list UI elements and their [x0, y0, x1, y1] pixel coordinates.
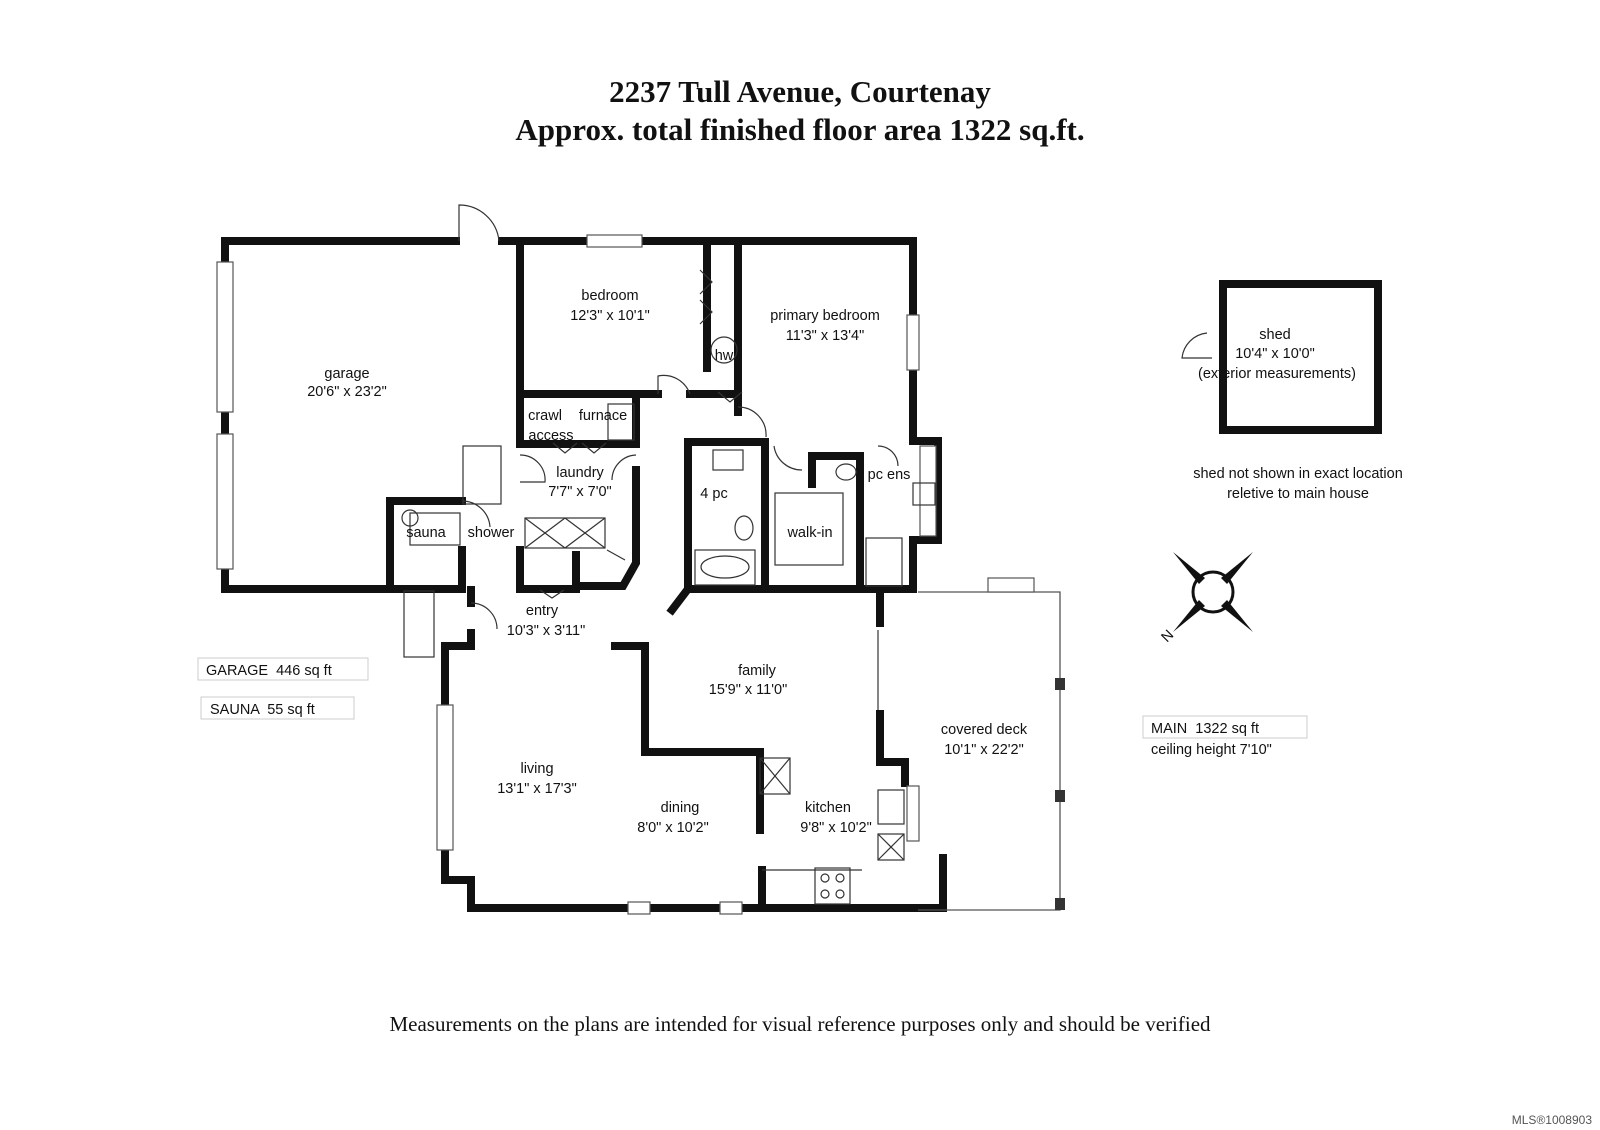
primary-bedroom-dims: 11'3" x 13'4" — [786, 328, 864, 344]
covered-deck-dims: 10'1" x 22'2" — [944, 742, 1024, 758]
fixtures — [401, 336, 936, 905]
covered-deck-name: covered deck — [941, 722, 1028, 738]
dining-dims: 8'0" x 10'2" — [637, 820, 708, 836]
dining-name: dining — [661, 800, 700, 816]
floor-area-subtitle: Approx. total finished floor area 1322 s… — [515, 112, 1085, 147]
sauna-label: sauna — [406, 525, 446, 541]
laundry-name: laundry — [556, 465, 604, 481]
mls-number: MLS®1008903 — [1511, 1113, 1592, 1127]
living-name: living — [520, 761, 553, 777]
hw-label: hw — [715, 348, 734, 364]
shower-label: shower — [468, 525, 515, 541]
compass-north-label: N — [1159, 627, 1178, 646]
shed-note-line1: shed not shown in exact location — [1193, 466, 1403, 482]
kitchen-name: kitchen — [805, 800, 851, 816]
doors — [458, 204, 1212, 630]
area-summary: GARAGE 446 sq ft SAUNA 55 sq ft MAIN 132… — [197, 657, 1308, 758]
measurement-disclaimer: Measurements on the plans are intended f… — [389, 1012, 1211, 1036]
garage-dims: 20'6" x 23'2" — [307, 384, 387, 400]
shed-measure-note: (exterior measurements) — [1198, 366, 1356, 382]
exterior-walls — [221, 237, 947, 912]
room-labels: garage 20'6" x 23'2" bedroom 12'3" x 10'… — [307, 288, 1403, 836]
entry-dims: 10'3" x 3'11" — [507, 623, 585, 639]
primary-bedroom-name: primary bedroom — [770, 308, 880, 324]
shed-note-line2: reletive to main house — [1227, 486, 1369, 502]
compass-icon: N — [1159, 552, 1253, 646]
shed-dims: 10'4" x 10'0" — [1235, 346, 1315, 362]
crawl-label: crawl — [528, 408, 562, 424]
shed-name: shed — [1259, 327, 1290, 343]
furnace-label: furnace — [579, 408, 627, 424]
laundry-dims: 7'7" x 7'0" — [548, 484, 611, 500]
family-name: family — [738, 663, 777, 679]
bedroom-name: bedroom — [581, 288, 638, 304]
ceiling-height-label: ceiling height 7'10" — [1151, 742, 1272, 758]
walk-in-label: walk-in — [786, 525, 832, 541]
four-pc-label: 4 pc — [700, 486, 727, 502]
entry-name: entry — [526, 603, 559, 619]
property-address-title: 2237 Tull Avenue, Courtenay — [609, 74, 991, 109]
sauna-area-label: SAUNA 55 sq ft — [210, 702, 315, 718]
covered-deck-outline — [918, 577, 1065, 911]
kitchen-dims: 9'8" x 10'2" — [800, 820, 871, 836]
access-label: access — [528, 428, 573, 444]
living-dims: 13'1" x 17'3" — [497, 781, 577, 797]
bedroom-dims: 12'3" x 10'1" — [570, 308, 650, 324]
main-area-label: MAIN 1322 sq ft — [1151, 721, 1259, 737]
three-pc-ens-label: 3 pc ens — [856, 467, 911, 483]
garage-area-label: GARAGE 446 sq ft — [206, 663, 332, 679]
shed-outline — [1219, 280, 1382, 434]
family-dims: 15'9" x 11'0" — [709, 682, 787, 698]
windows — [216, 234, 937, 915]
garage-name: garage — [324, 366, 369, 382]
